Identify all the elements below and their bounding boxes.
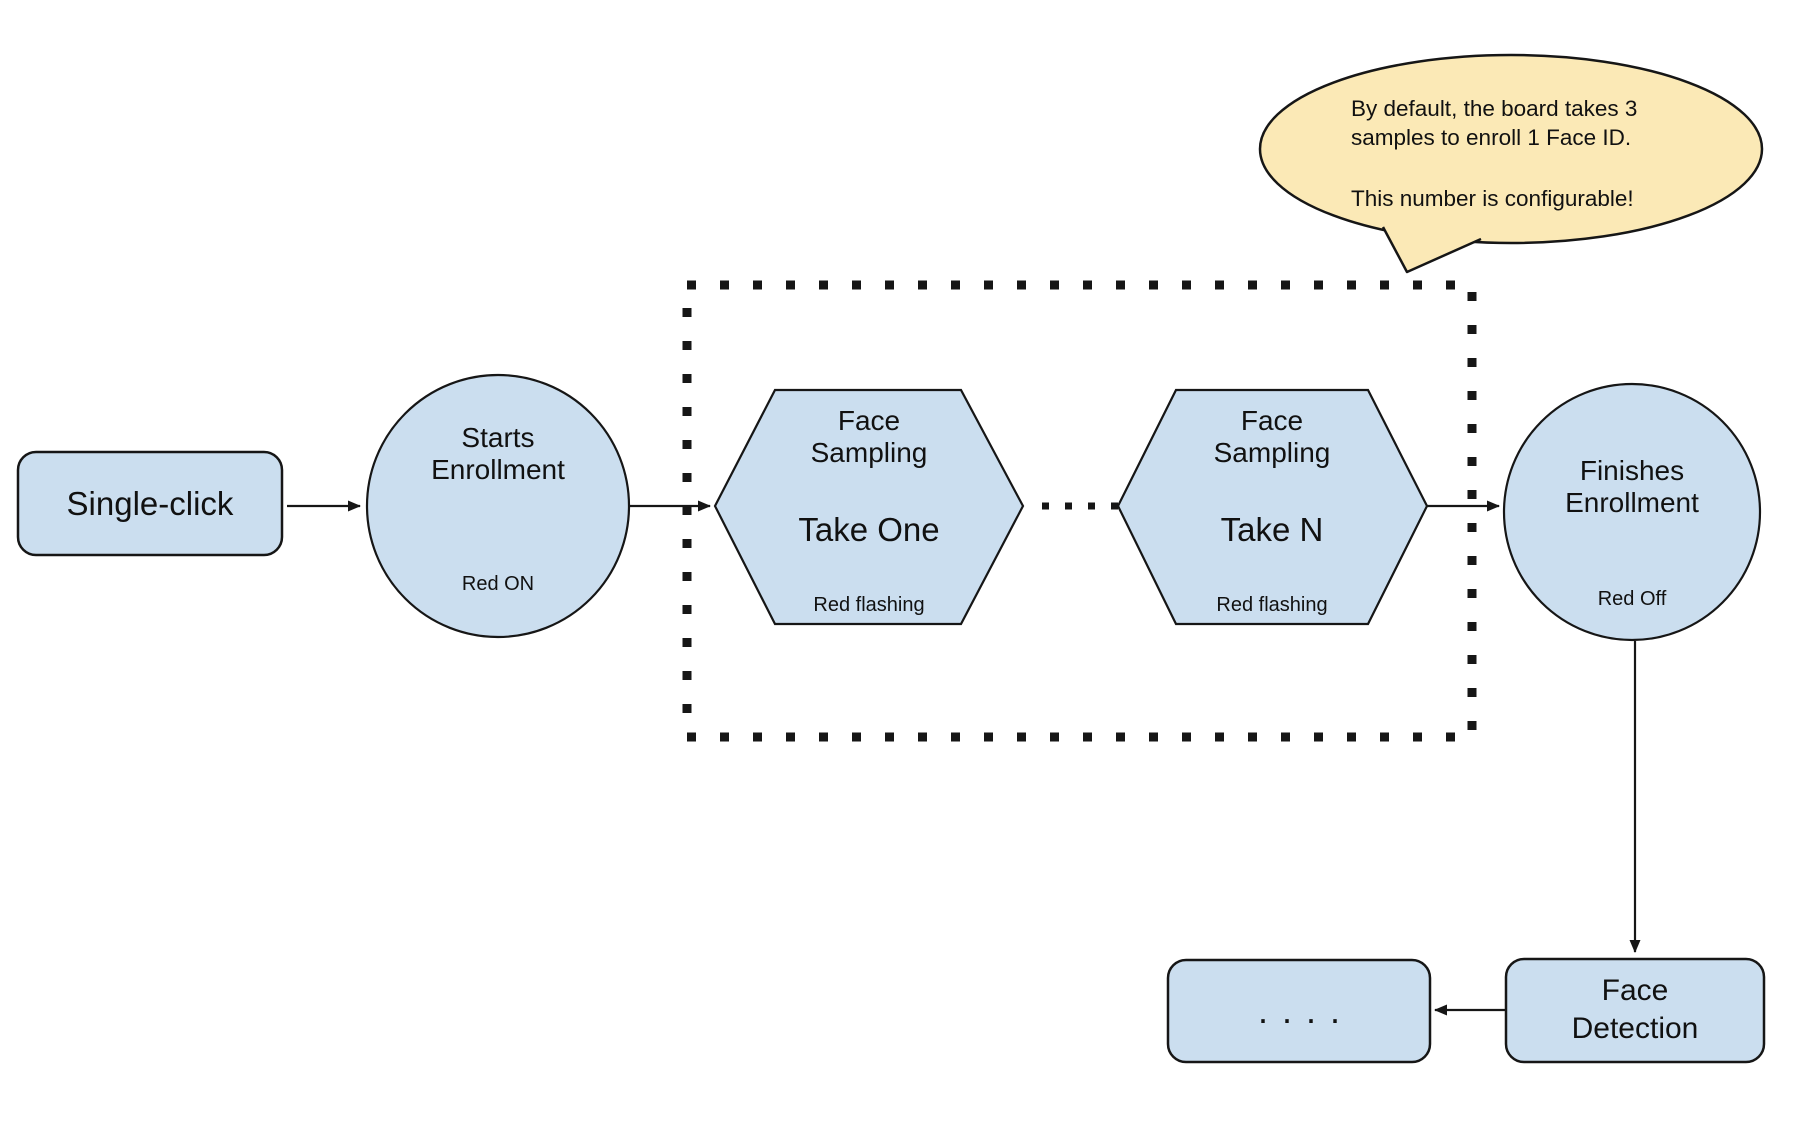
single-click-box [16,450,284,557]
finishes-enrollment-circle [1502,382,1762,642]
face-sampling-n-status: Red flashing [1216,594,1327,616]
continuation-box [1166,958,1432,1064]
node-continuation: .... [1166,958,1432,1064]
starts-enrollment-line2: Enrollment [431,454,565,485]
sampling-group-dotted-frame [682,280,1477,742]
node-single-click: Single-click [16,450,284,557]
single-click-label: Single-click [67,485,234,522]
starts-enrollment-line1: Starts [461,422,534,453]
face-sampling-n-line1: Face [1241,405,1303,436]
callout-bubble: By default, the board takes 3 samples to… [1258,53,1764,274]
face-sampling-one-status: Red flashing [813,594,924,616]
face-sampling-one-line1: Face [838,405,900,436]
face-sampling-one-take: Take One [798,511,939,548]
starts-enrollment-status: Red ON [462,573,534,595]
callout-bubble-body [1258,53,1764,245]
callout-line-1: By default, the board takes 3 [1351,96,1637,121]
node-face-detection: Face Detection [1504,957,1766,1064]
finishes-enrollment-status: Red Off [1598,588,1667,610]
finishes-enrollment-line2: Enrollment [1565,487,1699,518]
node-face-sampling-one: Face Sampling Take One Red flashing [713,388,1025,626]
continuation-label: .... [1258,990,1354,1031]
starts-enrollment-circle [365,373,631,639]
node-starts-enrollment: Starts Enrollment Red ON [365,373,631,639]
face-detection-line2: Detection [1572,1012,1699,1045]
callout-bubble-tail [1381,226,1482,274]
node-finishes-enrollment: Finishes Enrollment Red Off [1502,382,1762,642]
node-face-sampling-n: Face Sampling Take N Red flashing [1116,388,1429,626]
face-sampling-n-take: Take N [1221,511,1324,548]
face-sampling-n-line2: Sampling [1214,437,1331,468]
face-sampling-one-hexagon [713,388,1025,626]
face-detection-line1: Face [1602,974,1669,1007]
callout-line-3: This number is configurable! [1351,186,1634,211]
callout-line-2: samples to enroll 1 Face ID. [1351,125,1631,150]
finishes-enrollment-line1: Finishes [1580,455,1684,486]
face-sampling-one-line2: Sampling [811,437,928,468]
